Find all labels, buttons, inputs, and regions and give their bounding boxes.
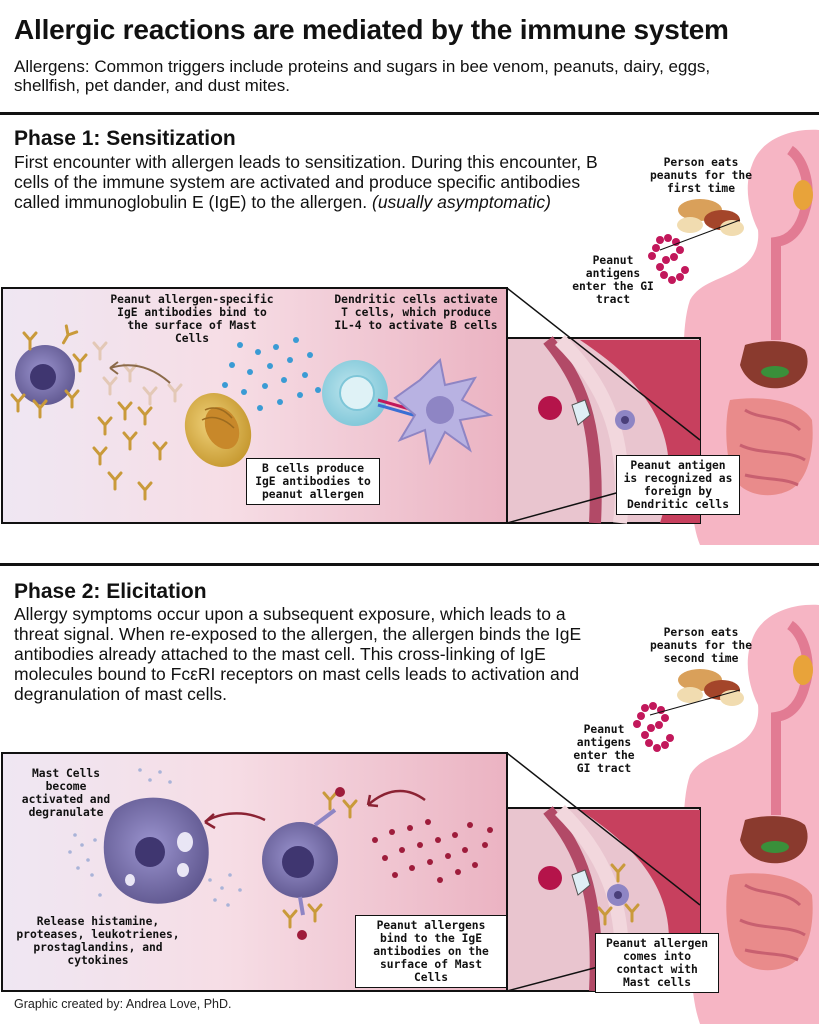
page-title: Allergic reactions are mediated by the i… (14, 14, 729, 45)
phase1-heading: Phase 1: Sensitization (14, 127, 236, 150)
label-ige-bind: Peanut allergen-specific IgE antibodies … (110, 293, 274, 345)
label-recognized: Peanut antigen is recognized as foreign … (616, 455, 740, 515)
label-allergens-bind: Peanut allergens bind to the IgE antibod… (355, 915, 507, 988)
label-b-cells: B cells produce IgE antibodies to peanut… (246, 458, 380, 505)
antigen-chain-1 (648, 234, 689, 284)
phase1-body-italic: (usually asymptomatic) (372, 192, 551, 212)
label-contact: Peanut allergen comes into contact with … (595, 933, 719, 993)
divider-top (0, 112, 819, 115)
il4-dots (222, 337, 321, 411)
body-silhouette-2 (683, 604, 819, 1024)
allergen-dots-2 (372, 819, 493, 883)
label-mast-activated: Mast Cells become activated and degranul… (21, 767, 111, 819)
phase2-heading: Phase 2: Elicitation (14, 580, 207, 603)
divider-middle (0, 563, 819, 566)
peanuts-icon-2 (677, 669, 744, 706)
phase1-body: First encounter with allergen leads to s… (14, 152, 598, 212)
credit-text: Graphic created by: Andrea Love, PhD. (14, 997, 232, 1011)
degranulating-mast-cell-icon (103, 797, 209, 904)
phase2-body: Allergy symptoms occur upon a subsequent… (14, 604, 582, 704)
label-antigens-enter-2: Peanut antigens enter the GI tract (573, 723, 635, 775)
dendritic-cell-icon (393, 357, 494, 466)
peanuts-icon-1 (677, 199, 744, 236)
b-cell-icon (184, 393, 252, 467)
antigen-chain-2 (633, 702, 674, 752)
mast-cell-icon-1 (10, 324, 88, 419)
label-antigens-enter-1: Peanut antigens enter the GI tract (572, 254, 654, 306)
mast-cell-bound-icon (262, 787, 358, 940)
label-person-eats-1: Person eats peanuts for the first time (649, 156, 753, 195)
body-silhouette-1 (683, 129, 819, 546)
page-subtitle: Allergens: Common triggers include prote… (14, 57, 711, 95)
label-dendritic-activate: Dendritic cells activate T cells, which … (334, 293, 498, 332)
t-cell-icon (322, 360, 388, 426)
label-release: Release histamine, proteases, leukotrien… (16, 915, 180, 967)
label-person-eats-2: Person eats peanuts for the second time (649, 626, 753, 665)
granule-dots (68, 768, 242, 907)
